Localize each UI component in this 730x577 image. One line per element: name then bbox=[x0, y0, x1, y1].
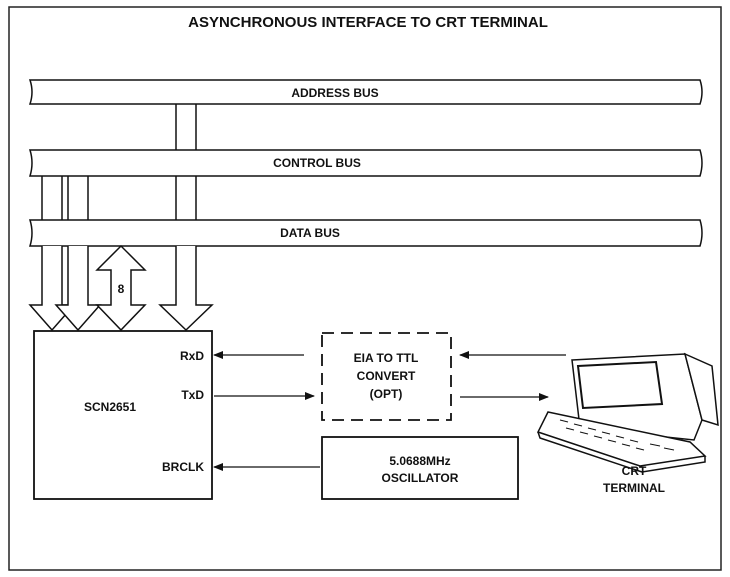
oscillator-line-2: OSCILLATOR bbox=[382, 471, 459, 485]
data-bus-label: DATA BUS bbox=[280, 226, 340, 240]
eia-ttl-converter: EIA TO TTL CONVERT (OPT) bbox=[321, 332, 452, 421]
pin-rxd-label: RxD bbox=[180, 349, 204, 363]
data-bus-bidirectional-arrow: 8 bbox=[95, 244, 147, 332]
converter-line-1: EIA TO TTL bbox=[354, 351, 419, 365]
crt-terminal-icon bbox=[536, 352, 719, 473]
data-width-label: 8 bbox=[118, 282, 125, 296]
control-bus: CONTROL BUS bbox=[28, 149, 703, 177]
address-bus-drop-arrow bbox=[158, 104, 214, 332]
address-bus: ADDRESS BUS bbox=[28, 79, 703, 105]
data-bus: DATA BUS bbox=[28, 219, 703, 247]
scn2651-chip: SCN2651 RxD TxD BRCLK bbox=[33, 330, 213, 500]
pin-brclk-label: BRCLK bbox=[162, 460, 204, 474]
control-bus-drop-arrow-right bbox=[54, 176, 102, 332]
diagram-title: ASYNCHRONOUS INTERFACE TO CRT TERMINAL bbox=[188, 14, 548, 31]
control-bus-label: CONTROL BUS bbox=[273, 156, 361, 170]
converter-line-2: CONVERT bbox=[357, 369, 416, 383]
chip-name: SCN2651 bbox=[84, 400, 136, 414]
address-bus-label: ADDRESS BUS bbox=[291, 86, 378, 100]
converter-line-3: (OPT) bbox=[370, 387, 403, 401]
oscillator-line-1: 5.0688MHz bbox=[389, 454, 450, 468]
terminal-label-line-1: CRT bbox=[622, 464, 647, 478]
terminal-label-line-2: TERMINAL bbox=[603, 481, 665, 495]
figure-border bbox=[8, 6, 722, 571]
oscillator-block: 5.0688MHz OSCILLATOR bbox=[321, 436, 519, 500]
pin-txd-label: TxD bbox=[181, 388, 204, 402]
